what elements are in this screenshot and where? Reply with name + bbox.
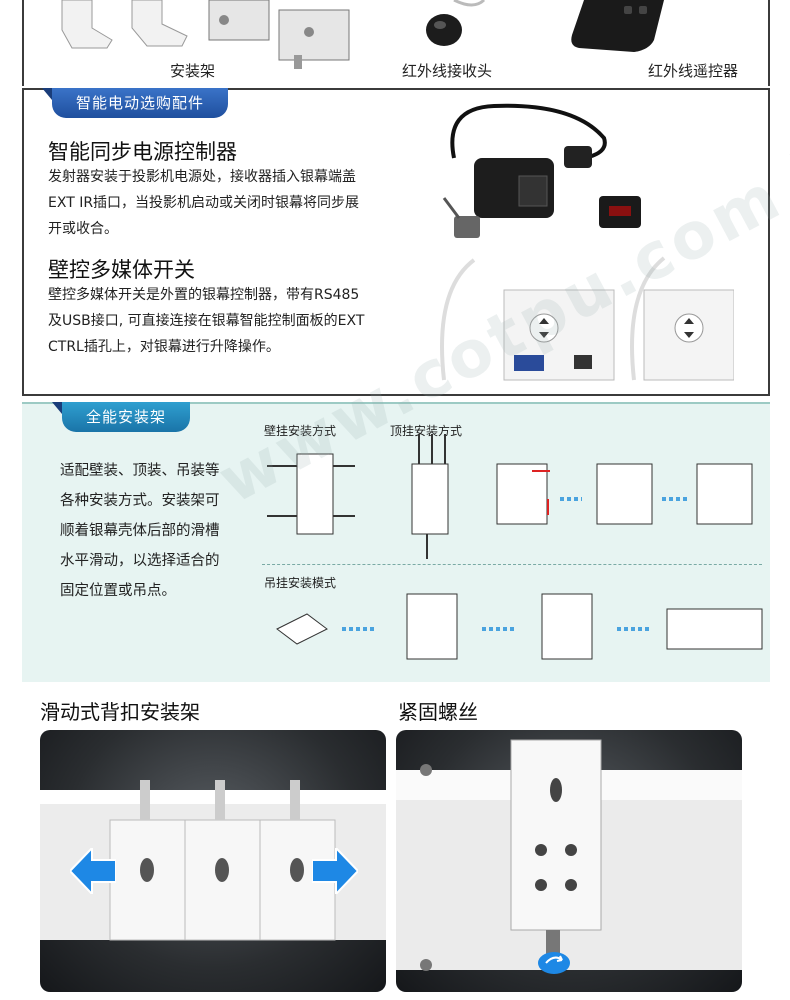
bracket-white-icon — [61, 0, 188, 49]
wall-switch-image — [440, 256, 734, 381]
top-product-strip: 安装架 红外线接收头 红外线遥控器 — [22, 0, 770, 86]
slide-bracket-photo — [40, 730, 386, 992]
hanging-sequence-diagram — [276, 593, 763, 660]
section-divider — [262, 564, 762, 565]
mounting-section: 全能安装架 适配壁装、顶装、吊装等 各种安装方式。安装架可 顺着银幕壳体后部的滑… — [22, 402, 770, 682]
ir-receiver-icon — [426, 0, 486, 46]
wall-switch-title: 壁控多媒体开关 — [48, 258, 195, 282]
accessories-tab: 智能电动选购配件 — [41, 88, 229, 118]
mounting-desc: 适配壁装、顶装、吊装等 各种安装方式。安装架可 顺着银幕壳体后部的滑槽 水平滑动… — [60, 463, 220, 599]
wall-mount-label: 壁挂安装方式 — [264, 424, 337, 438]
arrow-left-icon — [70, 848, 116, 894]
hanging-mount-label: 吊挂安装模式 — [264, 576, 337, 590]
caption-ir-receiver: 红外线接收头 — [402, 62, 493, 80]
fastening-screw-photo — [396, 730, 742, 992]
slide-bracket-title: 滑动式背扣安装架 — [40, 700, 200, 724]
accessories-section: 智能电动选购配件 智能同步电源控制器 发射器安装于投影机电源处，接收器插入银幕端… — [22, 88, 770, 396]
sync-controller-desc: 发射器安装于投影机电源处，接收器插入银幕端盖 EXT IR插口，当投影机启动或关… — [48, 169, 360, 237]
mounting-tab: 全能安装架 — [51, 402, 191, 432]
arrow-right-icon — [312, 848, 358, 894]
ceiling-mount-diagram — [411, 434, 449, 559]
wall-mount-diagram — [267, 453, 355, 535]
caption-bracket: 安装架 — [170, 62, 216, 80]
power-controller-image — [442, 103, 641, 238]
slide-sequence-diagram — [496, 463, 753, 525]
caption-remote: 红外线遥控器 — [648, 62, 739, 80]
fastening-screw-title: 紧固螺丝 — [398, 700, 478, 724]
remote-control-icon — [571, 0, 664, 52]
wall-switch-desc: 壁控多媒体开关是外置的银幕控制器，带有RS485 及USB接口, 可直接连接在银… — [48, 287, 365, 355]
rotate-icon — [538, 952, 570, 974]
mounting-bracket-icon — [208, 0, 350, 69]
sync-controller-title: 智能同步电源控制器 — [48, 140, 237, 164]
